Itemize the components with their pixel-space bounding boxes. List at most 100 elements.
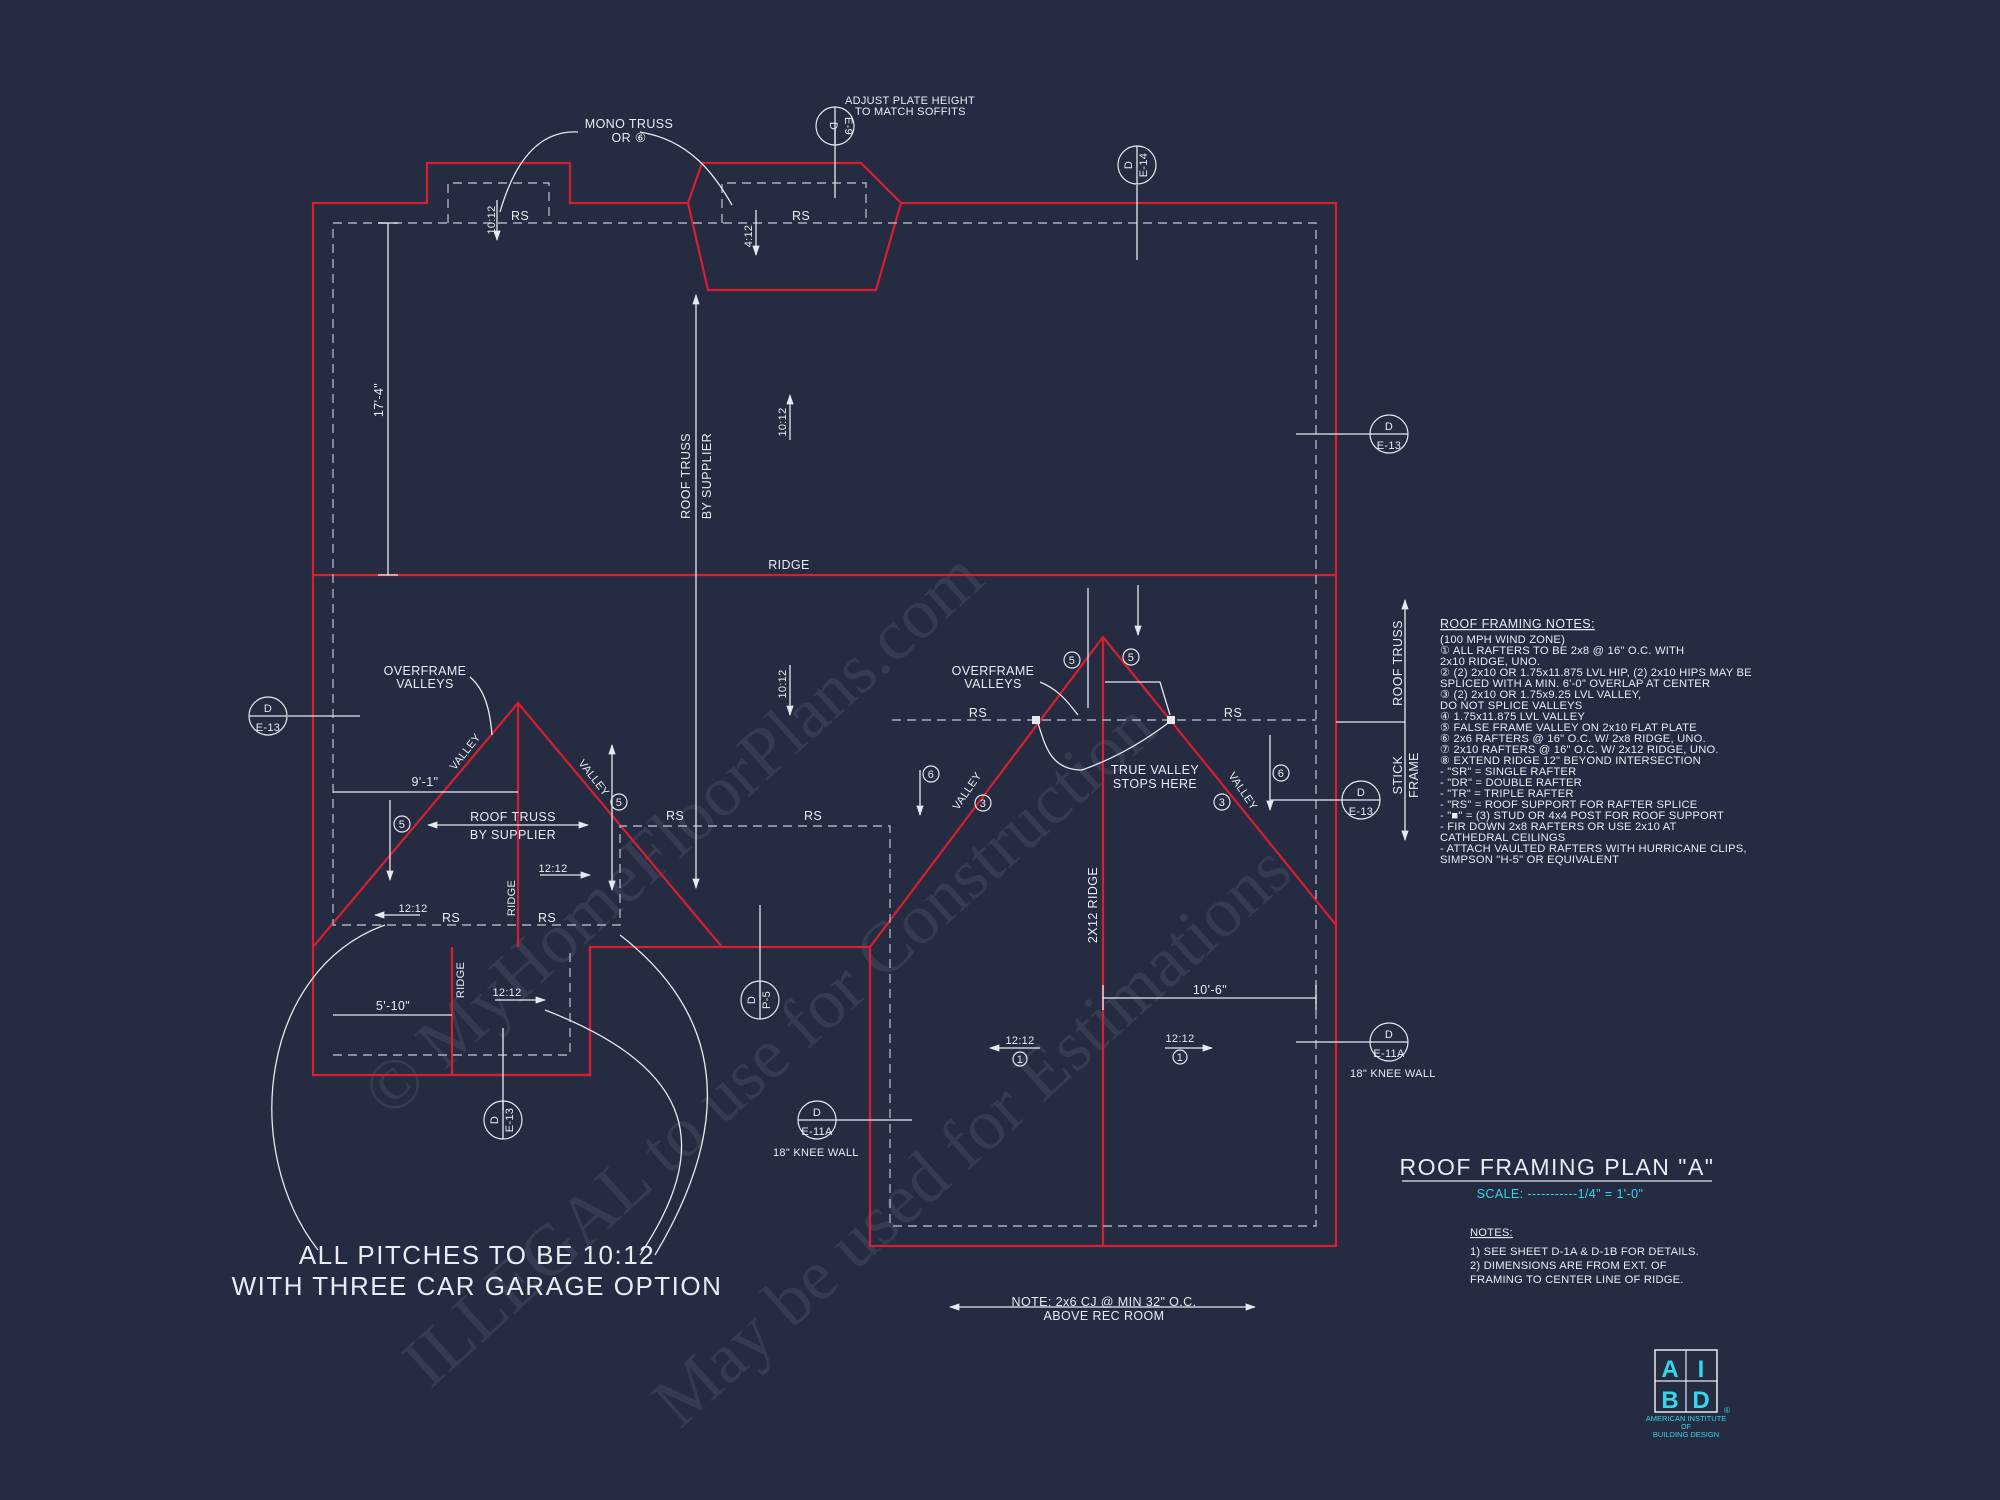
- numbered-markers: 5 5 5 5 6 6 3 3 1 1: [393, 648, 1290, 1067]
- svg-text:④ 1.75x11.875 LVL VALLEY: ④ 1.75x11.875 LVL VALLEY: [1440, 711, 1585, 723]
- svg-text:FRAME: FRAME: [1407, 752, 1421, 798]
- svg-text:6: 6: [1278, 768, 1284, 780]
- svg-text:RS: RS: [538, 911, 556, 925]
- svg-text:2x10 RIDGE, UNO.: 2x10 RIDGE, UNO.: [1440, 656, 1540, 668]
- svg-text:(100 MPH WIND ZONE): (100 MPH WIND ZONE): [1440, 634, 1565, 646]
- dim-17-4: 17'-4": [372, 383, 386, 417]
- svg-text:OR ⑥: OR ⑥: [611, 131, 646, 145]
- svg-text:3: 3: [1219, 797, 1225, 809]
- svg-text:RS: RS: [804, 809, 822, 823]
- dim-5-10: 5'-10": [376, 999, 410, 1013]
- svg-text:ALL PITCHES TO BE 10:12: ALL PITCHES TO BE 10:12: [299, 1240, 655, 1270]
- svg-text:10:12: 10:12: [777, 407, 789, 436]
- svg-text:1) SEE SHEET D-1A & D-1B FOR: 1) SEE SHEET D-1A & D-1B FOR DETAILS.: [1470, 1246, 1699, 1258]
- svg-text:6: 6: [928, 769, 934, 781]
- svg-text:5: 5: [399, 819, 405, 831]
- section-marker-e14: D E-14: [1117, 145, 1157, 185]
- svg-text:E-11A: E-11A: [801, 1126, 833, 1138]
- ridge-2x12-label: 2X12 RIDGE: [1086, 867, 1100, 943]
- svg-text:5: 5: [616, 797, 622, 809]
- plate-lines: [332, 182, 1317, 1227]
- svg-text:3: 3: [980, 798, 986, 810]
- svg-text:RS: RS: [666, 809, 684, 823]
- main-plate-line: [332, 222, 1317, 1227]
- dim-9-1: 9'-1": [412, 775, 439, 789]
- svg-text:4:12: 4:12: [743, 225, 755, 248]
- svg-text:RS: RS: [1224, 706, 1242, 720]
- section-marker-e13-bottom: D E-13: [483, 1100, 523, 1140]
- plan-labels: MONO TRUSS OR ⑥ ADJUST PLATE HEIGHT TO M…: [372, 95, 1436, 1159]
- svg-text:BY SUPPLIER: BY SUPPLIER: [470, 828, 556, 842]
- svg-text:D: D: [1385, 1029, 1393, 1041]
- svg-text:®: ®: [1724, 1406, 1730, 1415]
- section-markers: D E-9 D E-14 D E-13 D E-13 D E-13: [248, 106, 1409, 1140]
- svg-text:VALLEY: VALLEY: [1226, 770, 1260, 812]
- garage-plate-line: [333, 947, 571, 1056]
- svg-text:③ (2) 2x10 OR 1.75x9.25 LVL V: ③ (2) 2x10 OR 1.75x9.25 LVL VALLEY,: [1440, 689, 1641, 701]
- svg-text:12:12: 12:12: [1165, 1033, 1194, 1045]
- svg-text:⑤ FALSE FRAME VALLEY ON 2x10: ⑤ FALSE FRAME VALLEY ON 2x10 FLAT PLATE: [1440, 722, 1697, 734]
- svg-text:12:12: 12:12: [538, 863, 567, 875]
- svg-text:1: 1: [1017, 1054, 1023, 1066]
- svg-text:D: D: [746, 996, 758, 1004]
- svg-text:A: A: [1661, 1356, 1678, 1383]
- svg-text:⑧ EXTEND RIDGE 12" BEYOND INT: ⑧ EXTEND RIDGE 12" BEYOND INTERSECTION: [1440, 755, 1701, 767]
- svg-text:AMERICAN INSTITUTE: AMERICAN INSTITUTE: [1646, 1414, 1726, 1423]
- svg-text:RS: RS: [442, 911, 460, 925]
- svg-text:DO NOT SPLICE VALLEYS: DO NOT SPLICE VALLEYS: [1440, 700, 1582, 712]
- true-valley-label: TRUE VALLEY: [1111, 763, 1199, 777]
- adjust-plate-label: ADJUST PLATE HEIGHT: [845, 95, 975, 107]
- dim-10-6: 10'-6": [1193, 983, 1227, 997]
- svg-text:- "SR" = SINGLE RAFTER: - "SR" = SINGLE RAFTER: [1440, 766, 1576, 778]
- garage-swing-arc-right: [544, 1009, 683, 1256]
- framing-notes-heading: ROOF FRAMING NOTES:: [1440, 617, 1595, 631]
- svg-text:① ALL RAFTERS TO BE 2x8 @ 16": ① ALL RAFTERS TO BE 2x8 @ 16" O.C. WITH: [1440, 645, 1684, 657]
- bay-wall: [686, 202, 903, 292]
- svg-text:② (2) 2x10 OR 1.75x11.875 LVL: ② (2) 2x10 OR 1.75x11.875 LVL HIP, (2) 2…: [1440, 667, 1752, 679]
- svg-text:RIDGE: RIDGE: [455, 962, 467, 998]
- roof-truss-side-label: ROOF TRUSS: [1391, 620, 1405, 706]
- plan-title: ROOF FRAMING PLAN "A": [1400, 1154, 1715, 1180]
- section-marker-p5: D P-5: [740, 980, 780, 1020]
- svg-text:E-9: E-9: [842, 117, 854, 135]
- section-marker-e11a-right: D E-11A: [1369, 1022, 1409, 1062]
- svg-text:RS: RS: [511, 209, 529, 223]
- section-marker-e13-upper-right: D E-13: [1369, 414, 1409, 454]
- svg-text:E-11A: E-11A: [1373, 1048, 1405, 1060]
- svg-text:E-13: E-13: [1377, 440, 1401, 452]
- roof-truss-supplier-label: ROOF TRUSS: [679, 433, 693, 519]
- svg-text:RS: RS: [969, 706, 987, 720]
- svg-text:2) DIMENSIONS ARE FROM EXT. O: 2) DIMENSIONS ARE FROM EXT. OF: [1470, 1260, 1667, 1272]
- svg-text:E-13: E-13: [1349, 806, 1373, 818]
- overframe-left-label: OVERFRAME: [384, 664, 467, 678]
- svg-text:RIDGE: RIDGE: [506, 880, 518, 916]
- knee-wall-center-label: 18" KNEE WALL: [773, 1147, 859, 1159]
- svg-text:ABOVE REC ROOM: ABOVE REC ROOM: [1044, 1309, 1165, 1323]
- section-marker-e9: D E-9: [815, 106, 855, 146]
- post-marker: [1032, 716, 1040, 724]
- plan-scale: SCALE: -----------1/4" = 1'-0": [1477, 1187, 1644, 1201]
- svg-text:⑥ 2x6 RAFTERS @ 16" O.C. W/ 2: ⑥ 2x6 RAFTERS @ 16" O.C. W/ 2x8 RIDGE, U…: [1440, 733, 1706, 745]
- post-marker: [1167, 716, 1175, 724]
- roof-framing-notes: ROOF FRAMING NOTES: (100 MPH WIND ZONE) …: [1440, 617, 1752, 866]
- svg-text:12:12: 12:12: [492, 987, 521, 999]
- svg-text:D: D: [1357, 787, 1365, 799]
- svg-text:RS: RS: [792, 209, 810, 223]
- svg-text:TO MATCH SOFFITS: TO MATCH SOFFITS: [855, 106, 966, 118]
- svg-text:D: D: [1692, 1387, 1709, 1414]
- svg-text:I: I: [1698, 1356, 1705, 1383]
- svg-text:B: B: [1661, 1387, 1678, 1414]
- svg-text:- "RS" = ROOF SUPPORT FOR RAF: - "RS" = ROOF SUPPORT FOR RAFTER SPLICE: [1440, 799, 1697, 811]
- svg-text:D: D: [827, 122, 839, 130]
- svg-text:VALLEYS: VALLEYS: [964, 677, 1021, 691]
- svg-text:12:12: 12:12: [1005, 1035, 1034, 1047]
- svg-text:VALLEYS: VALLEYS: [396, 677, 453, 691]
- svg-text:E-14: E-14: [1138, 153, 1150, 177]
- svg-text:OF: OF: [1681, 1424, 1691, 1431]
- svg-text:D: D: [264, 703, 272, 715]
- aibd-logo: A I B D ® AMERICAN INSTITUTE OF BUILDING…: [1646, 1349, 1730, 1439]
- svg-text:5: 5: [1128, 652, 1134, 664]
- watermark-line-1: © MyHomeFloorPlans.com: [347, 535, 997, 1132]
- knee-wall-right-label: 18" KNEE WALL: [1350, 1068, 1436, 1080]
